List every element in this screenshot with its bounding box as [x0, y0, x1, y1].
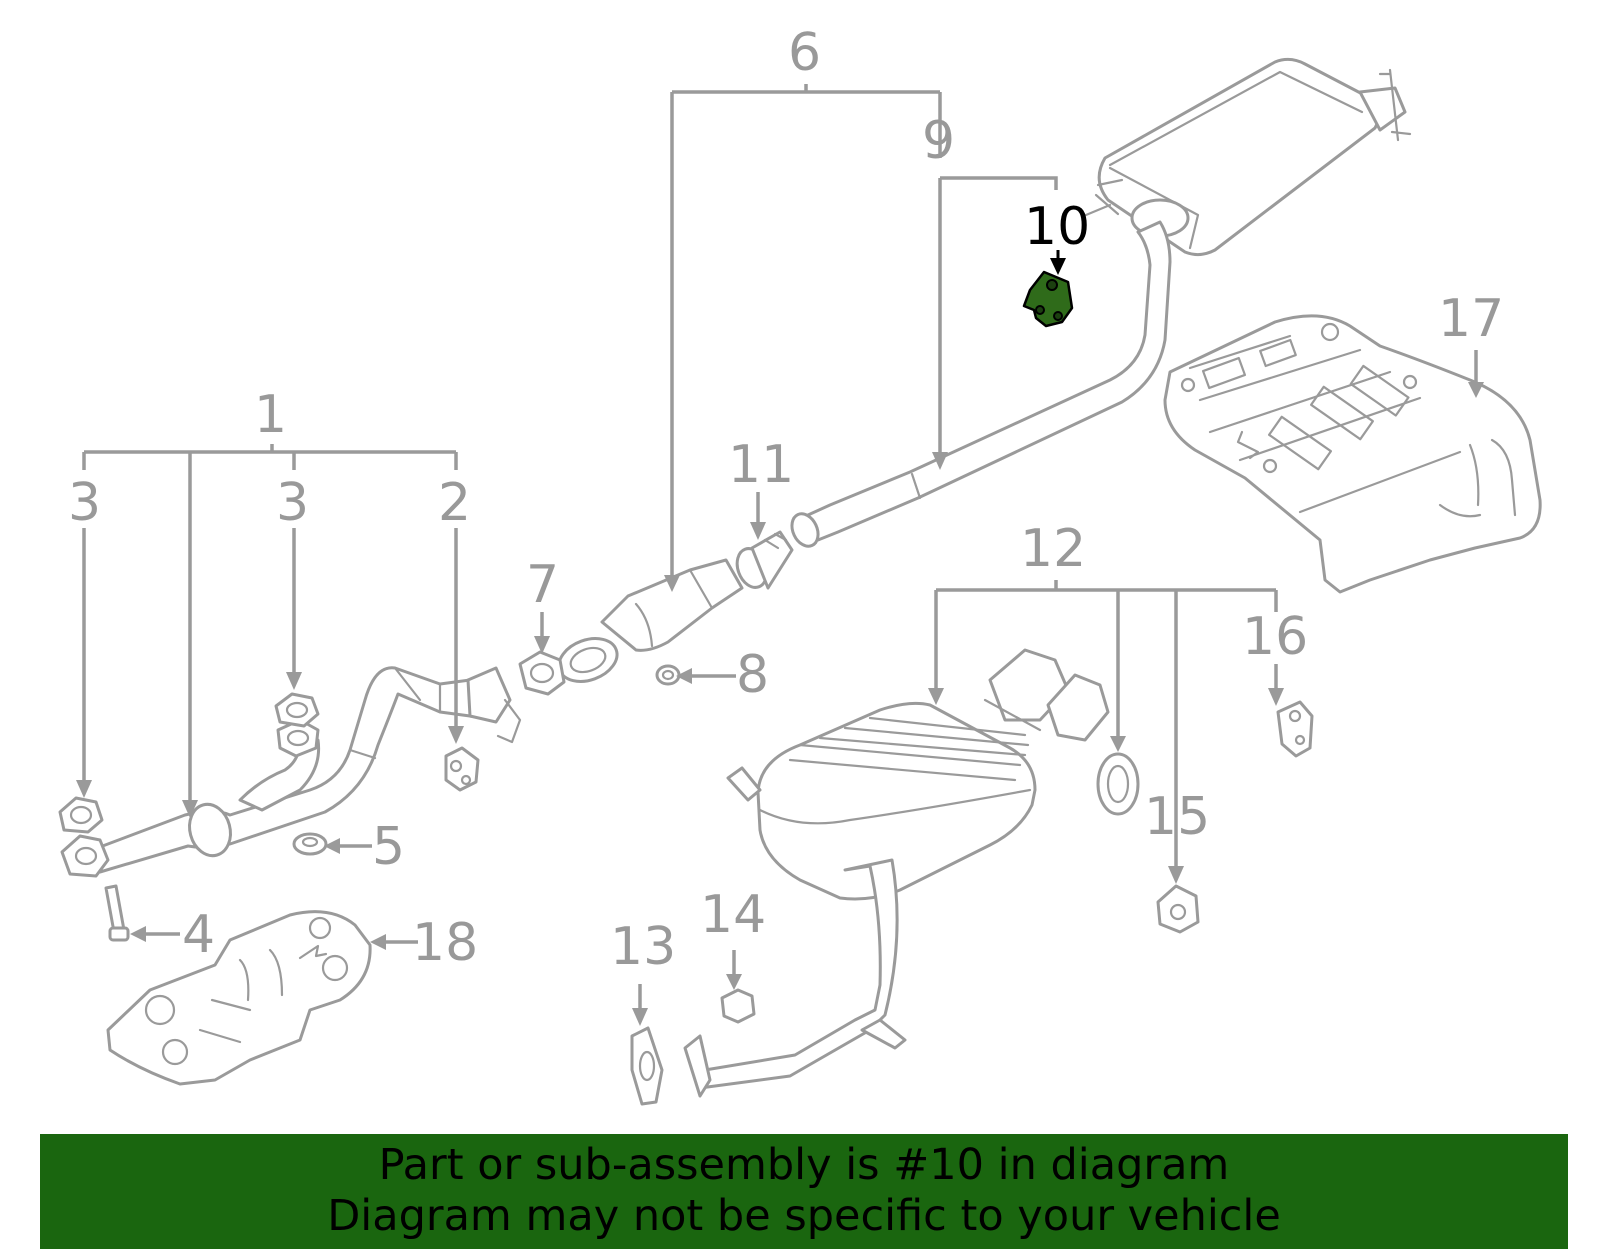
callout-2: 2: [438, 473, 471, 533]
gasket-7: [518, 650, 566, 696]
callout-7: 7: [526, 555, 559, 615]
nut-14: [720, 988, 756, 1024]
gasket-3-left: [58, 796, 104, 834]
gasket-3-right: [274, 692, 320, 728]
gasket-13: [630, 1026, 664, 1106]
callout-10: 10: [1024, 197, 1090, 257]
hanger-part-10: [1022, 270, 1074, 328]
insulator-15: [1156, 884, 1200, 934]
heat-shield-17: [1163, 314, 1542, 594]
heat-shield-18: [106, 910, 372, 1086]
intermediate-pipe: [790, 220, 1172, 548]
callout-5: 5: [372, 817, 405, 877]
banner-line-2: Diagram may not be specific to your vehi…: [327, 1191, 1281, 1241]
callout-15: 15: [1144, 787, 1210, 847]
callout-12: 12: [1020, 519, 1086, 579]
info-banner: Part or sub-assembly is #10 in diagram D…: [40, 1134, 1568, 1249]
callout-17: 17: [1438, 289, 1504, 349]
leader-6: [670, 84, 942, 582]
callout-14: 14: [700, 885, 766, 945]
callout-6: 6: [788, 23, 821, 83]
callout-13: 13: [610, 917, 676, 977]
rear-muffler: [683, 648, 1110, 1098]
banner-line-1: Part or sub-assembly is #10 in diagram: [378, 1140, 1230, 1190]
callout-16: 16: [1242, 607, 1308, 667]
callout-1: 1: [254, 385, 287, 445]
center-muffler: [1084, 57, 1412, 257]
nut-8: [655, 664, 681, 686]
grommet-5: [292, 832, 328, 856]
callout-8: 8: [736, 645, 769, 705]
leader-1: [82, 444, 458, 808]
bolt-4: [104, 884, 130, 942]
hanger-2: [444, 746, 480, 792]
callout-11: 11: [728, 435, 794, 495]
callout-9: 9: [922, 111, 955, 171]
catalytic-converter: [557, 558, 744, 683]
callout-18: 18: [412, 913, 478, 973]
insulator-12: [1096, 752, 1140, 816]
hanger-16: [1276, 700, 1314, 758]
callout-3-left: 3: [68, 473, 101, 533]
callout-4: 4: [182, 905, 215, 965]
leader-12: [934, 580, 1278, 870]
leader-9: [938, 176, 1058, 462]
callout-3-right: 3: [276, 473, 309, 533]
clamp-11: [735, 530, 794, 590]
